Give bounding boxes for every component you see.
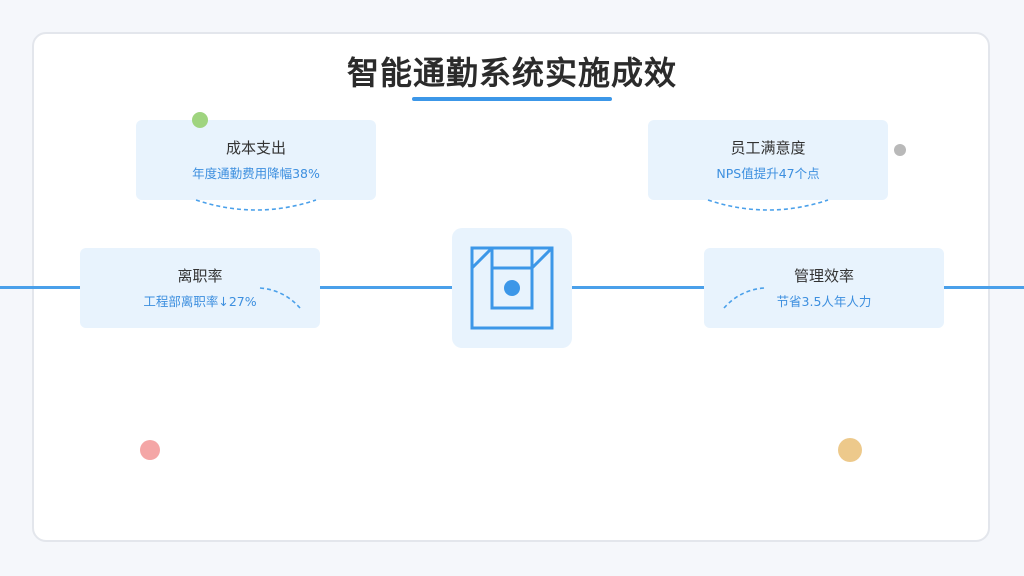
turnover-title: 离职率 bbox=[177, 267, 223, 285]
connector-line-right bbox=[944, 286, 1024, 289]
efficiency-box: 管理效率 节省3.5人年人力 bbox=[704, 248, 944, 328]
box-network-icon bbox=[470, 246, 554, 330]
cost-title: 成本支出 bbox=[225, 139, 286, 157]
title-underline bbox=[412, 97, 612, 101]
cost-box: 成本支出 年度通勤费用降幅38% bbox=[136, 120, 376, 200]
page-title: 智能通勤系统实施成效 bbox=[346, 54, 677, 92]
satisfaction-box: 员工满意度 NPS值提升47个点 bbox=[648, 120, 888, 200]
cost-detail: 年度通勤费用降幅38% bbox=[192, 166, 320, 181]
satisfaction-detail: NPS值提升47个点 bbox=[716, 166, 820, 181]
connector-line-left bbox=[0, 286, 80, 289]
red-dot bbox=[140, 440, 160, 460]
satisfaction-title: 员工满意度 bbox=[730, 139, 806, 157]
efficiency-title: 管理效率 bbox=[793, 267, 854, 285]
green-dot bbox=[192, 112, 208, 128]
turnover-detail: 工程部离职率↓27% bbox=[143, 294, 257, 309]
gray-dot bbox=[894, 144, 906, 156]
connector-line-mid-right bbox=[572, 286, 704, 289]
efficiency-detail: 节省3.5人年人力 bbox=[776, 294, 872, 309]
connector-line-mid-left bbox=[320, 286, 452, 289]
center-icon-box bbox=[452, 228, 572, 348]
turnover-box: 离职率 工程部离职率↓27% bbox=[80, 248, 320, 328]
orange-dot bbox=[838, 438, 862, 462]
